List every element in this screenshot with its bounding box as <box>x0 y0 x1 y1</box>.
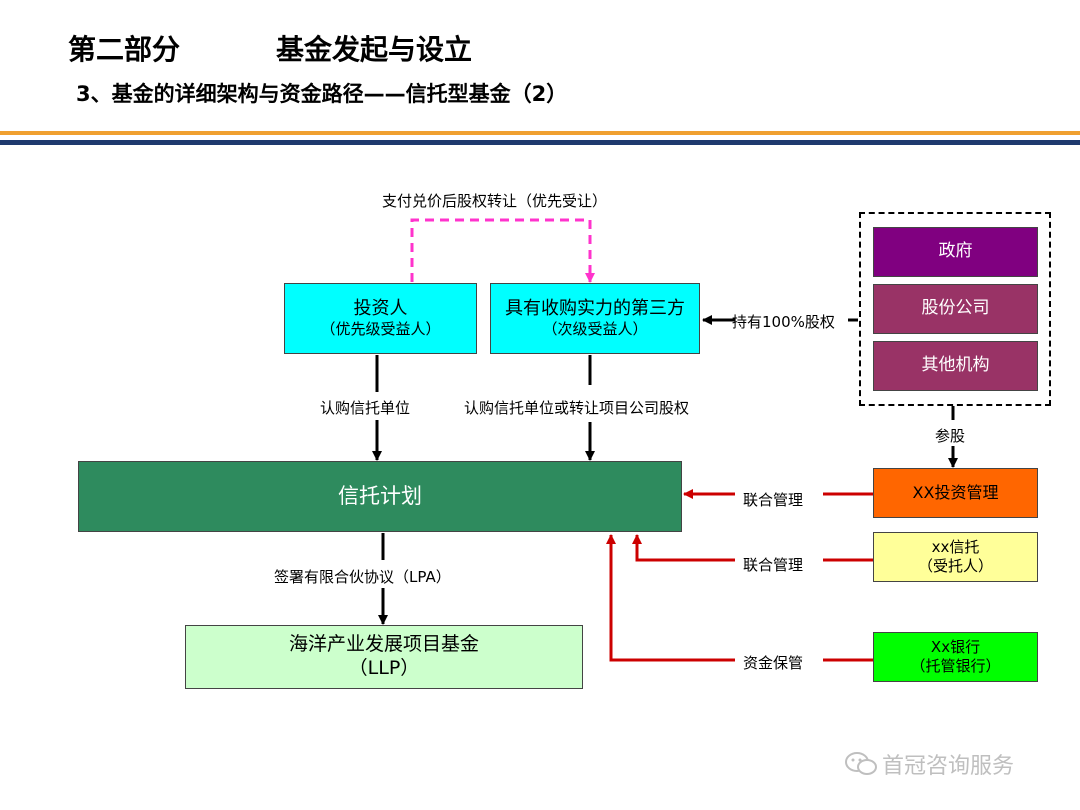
xx-trust-box: xx信托 （受托人） <box>873 532 1038 582</box>
header-rule-blue <box>0 140 1080 145</box>
part-label: 第二部分 <box>68 33 181 66</box>
equity-transfer-arrow <box>410 218 595 283</box>
xx-bank-title: Xx银行 <box>930 638 981 657</box>
other-institutions-box: 其他机构 <box>873 341 1038 391</box>
watermark: 首冠咨询服务 <box>844 748 1014 780</box>
xx-investment-label: XX投资管理 <box>912 483 999 502</box>
fund-subtitle: （LLP） <box>348 657 420 679</box>
third-party-box: 具有收购实力的第三方 （次级受益人） <box>490 283 700 354</box>
joint-mgmt-label-2: 联合管理 <box>743 556 804 574</box>
third-party-title: 具有收购实力的第三方 <box>505 297 685 319</box>
government-box: 政府 <box>873 227 1038 277</box>
wechat-icon <box>845 752 877 775</box>
fund-box: 海洋产业发展项目基金 （LLP） <box>185 625 583 689</box>
xx-trust-title: xx信托 <box>931 538 980 557</box>
page-subtitle: 3、基金的详细架构与资金路径——信托型基金（2） <box>76 82 568 106</box>
custody-arrow <box>606 534 735 662</box>
page-title: 第二部分 基金发起与设立 <box>68 28 472 68</box>
government-label: 政府 <box>938 241 973 262</box>
investor-box: 投资人 （优先级受益人） <box>284 283 477 354</box>
join-label: 参股 <box>935 427 966 445</box>
shareholder-group <box>859 212 1051 406</box>
xx-investment-box: XX投资管理 <box>873 468 1038 518</box>
xx-trust-subtitle: （受托人） <box>917 557 993 575</box>
xx-bank-box: Xx银行 （托管银行） <box>873 632 1038 682</box>
joint-stock-company-box: 股份公司 <box>873 284 1038 334</box>
joint-mgmt-label-1: 联合管理 <box>743 491 804 509</box>
subscribe-label-right: 认购信托单位或转让项目公司股权 <box>464 399 690 417</box>
xx-bank-subtitle: （托管银行） <box>910 657 1001 675</box>
watermark-text: 首冠咨询服务 <box>882 754 1015 779</box>
trust-plan-label: 信托计划 <box>338 484 422 509</box>
other-institutions-label: 其他机构 <box>921 355 990 376</box>
custody-label: 资金保管 <box>743 654 804 672</box>
lpa-label: 签署有限合伙协议（LPA） <box>274 568 451 586</box>
investor-title: 投资人 <box>353 297 408 319</box>
trust-plan-box: 信托计划 <box>78 461 682 532</box>
investor-subtitle: （优先级受益人） <box>320 320 441 339</box>
joint-stock-company-label: 股份公司 <box>921 298 990 319</box>
equity-transfer-label: 支付兑价后股权转让（优先受让） <box>382 192 608 210</box>
third-party-subtitle: （次级受益人） <box>542 320 648 339</box>
hold-equity-label: 持有100%股权 <box>732 313 835 331</box>
joint-mgmt-arrow-2 <box>632 534 735 562</box>
subscribe-label-left: 认购信托单位 <box>320 399 411 417</box>
fund-title: 海洋产业发展项目基金 <box>288 633 479 656</box>
part-title: 基金发起与设立 <box>276 33 473 66</box>
header-rule-orange <box>0 131 1080 135</box>
